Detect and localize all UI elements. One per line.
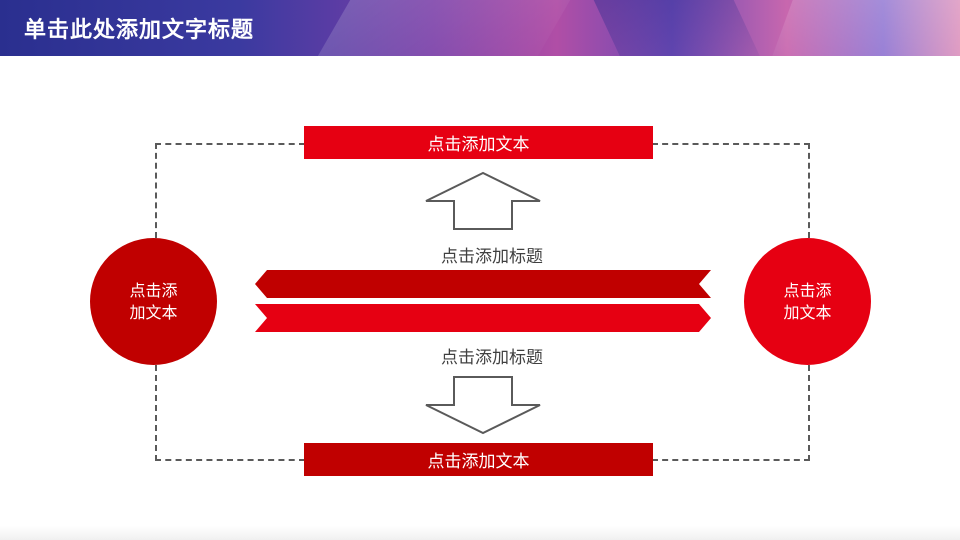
dashed-frame-top-left	[155, 143, 305, 145]
dashed-frame-bottom-left	[155, 459, 305, 461]
dashed-frame-top-right	[652, 143, 810, 145]
down-arrow-icon	[425, 376, 541, 435]
dashed-frame-left-upper	[155, 143, 157, 238]
dashed-frame-bottom-right	[652, 459, 810, 461]
left-circle-line2: 加文本	[129, 302, 178, 322]
top-text-box[interactable]: 点击添加文本	[304, 126, 653, 159]
dashed-frame-right-lower	[808, 365, 810, 461]
footer-fade	[0, 526, 960, 540]
banner-decoration	[763, 0, 960, 56]
ribbon-arrow-left	[255, 270, 711, 298]
banner-decoration	[298, 0, 582, 56]
banner-decoration	[589, 0, 771, 56]
right-circle-line1: 点击添	[783, 280, 832, 300]
title-banner: 单击此处添加文字标题	[0, 0, 960, 56]
slide-title[interactable]: 单击此处添加文字标题	[24, 18, 255, 43]
left-circle[interactable]: 点击添 加文本	[90, 238, 217, 365]
bottom-text-box[interactable]: 点击添加文本	[304, 443, 653, 476]
right-circle-line2: 加文本	[783, 302, 832, 322]
bottom-text-box-label: 点击添加文本	[427, 452, 530, 472]
left-circle-line1: 点击添	[129, 280, 178, 300]
top-text-box-label: 点击添加文本	[427, 135, 530, 155]
upper-title-label[interactable]: 点击添加标题	[441, 247, 543, 267]
dashed-frame-left-lower	[155, 365, 157, 461]
dashed-frame-right-upper	[808, 143, 810, 238]
lower-title-label[interactable]: 点击添加标题	[441, 348, 543, 368]
up-arrow-icon	[425, 171, 541, 230]
right-circle[interactable]: 点击添 加文本	[744, 238, 871, 365]
ribbon-arrow-right	[255, 304, 711, 332]
